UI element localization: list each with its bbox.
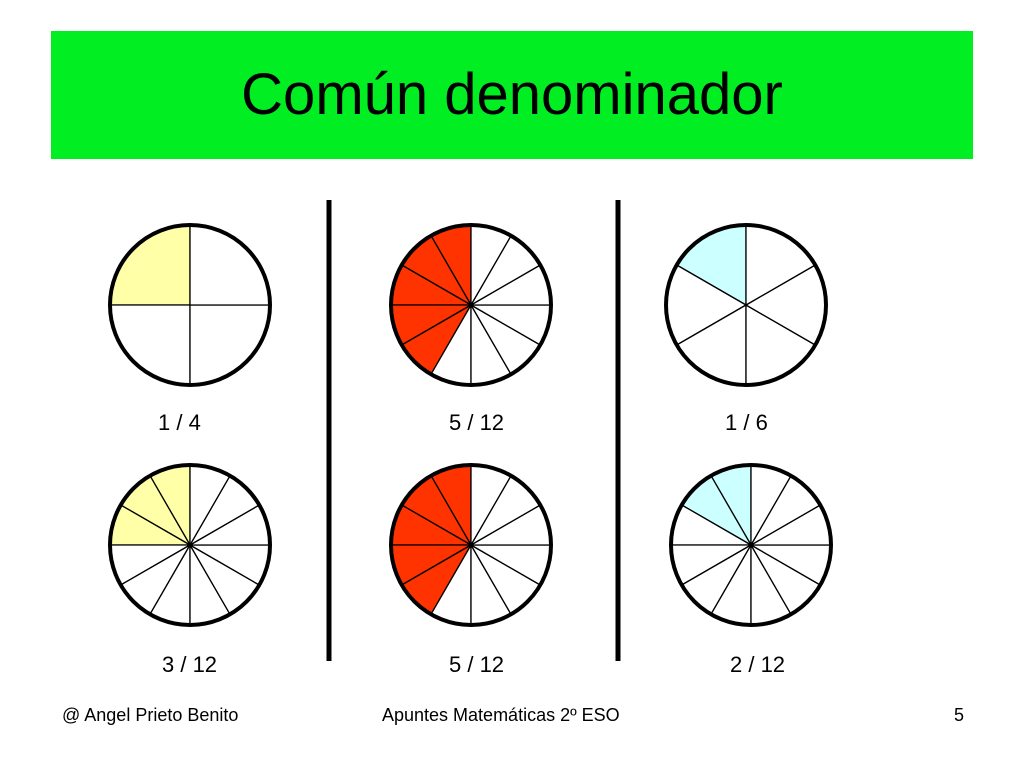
pie-label-2: 5 / 12 xyxy=(449,410,505,435)
pie-2 xyxy=(389,223,553,387)
pie-outline xyxy=(669,463,833,627)
pie-6 xyxy=(669,463,833,627)
pie-1 xyxy=(108,223,272,387)
pie-outline xyxy=(389,463,553,627)
pie-5 xyxy=(389,463,553,627)
pie-outline xyxy=(108,463,272,627)
pie-label-1: 1 / 4 xyxy=(158,410,201,435)
pie-3 xyxy=(664,223,828,387)
pie-label-5: 5 / 12 xyxy=(449,652,505,677)
pie-4 xyxy=(108,463,272,627)
pie-layer xyxy=(108,223,833,627)
pie-label-4: 3 / 12 xyxy=(162,652,218,677)
slide-title: Común denominador xyxy=(241,62,783,127)
pie-label-6: 2 / 12 xyxy=(730,652,786,677)
pie-outline xyxy=(389,223,553,387)
footer-page: 5 xyxy=(954,705,965,725)
footer-course: Apuntes Matemáticas 2º ESO xyxy=(382,705,620,725)
pie-outline xyxy=(664,223,828,387)
pie-outline xyxy=(108,223,272,387)
footer-author: @ Angel Prieto Benito xyxy=(62,705,239,725)
pie-label-3: 1 / 6 xyxy=(725,410,768,435)
title-banner: Común denominador xyxy=(51,31,973,159)
